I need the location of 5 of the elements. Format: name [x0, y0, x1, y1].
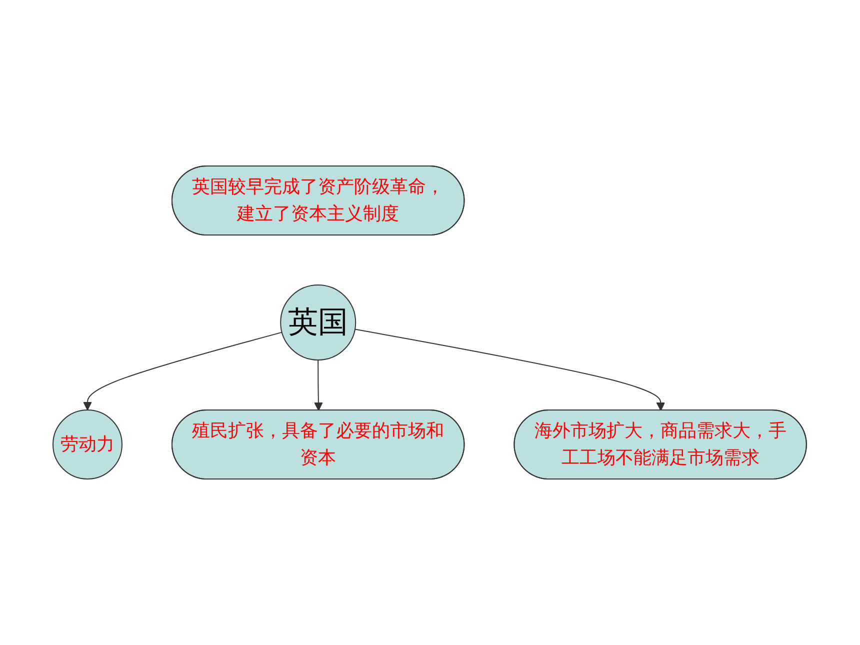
arrow — [314, 360, 324, 411]
node-circle: 英国 — [280, 284, 356, 360]
node-circle: 劳动力 — [52, 410, 123, 480]
arrow — [354, 328, 666, 411]
arrow — [83, 332, 283, 410]
